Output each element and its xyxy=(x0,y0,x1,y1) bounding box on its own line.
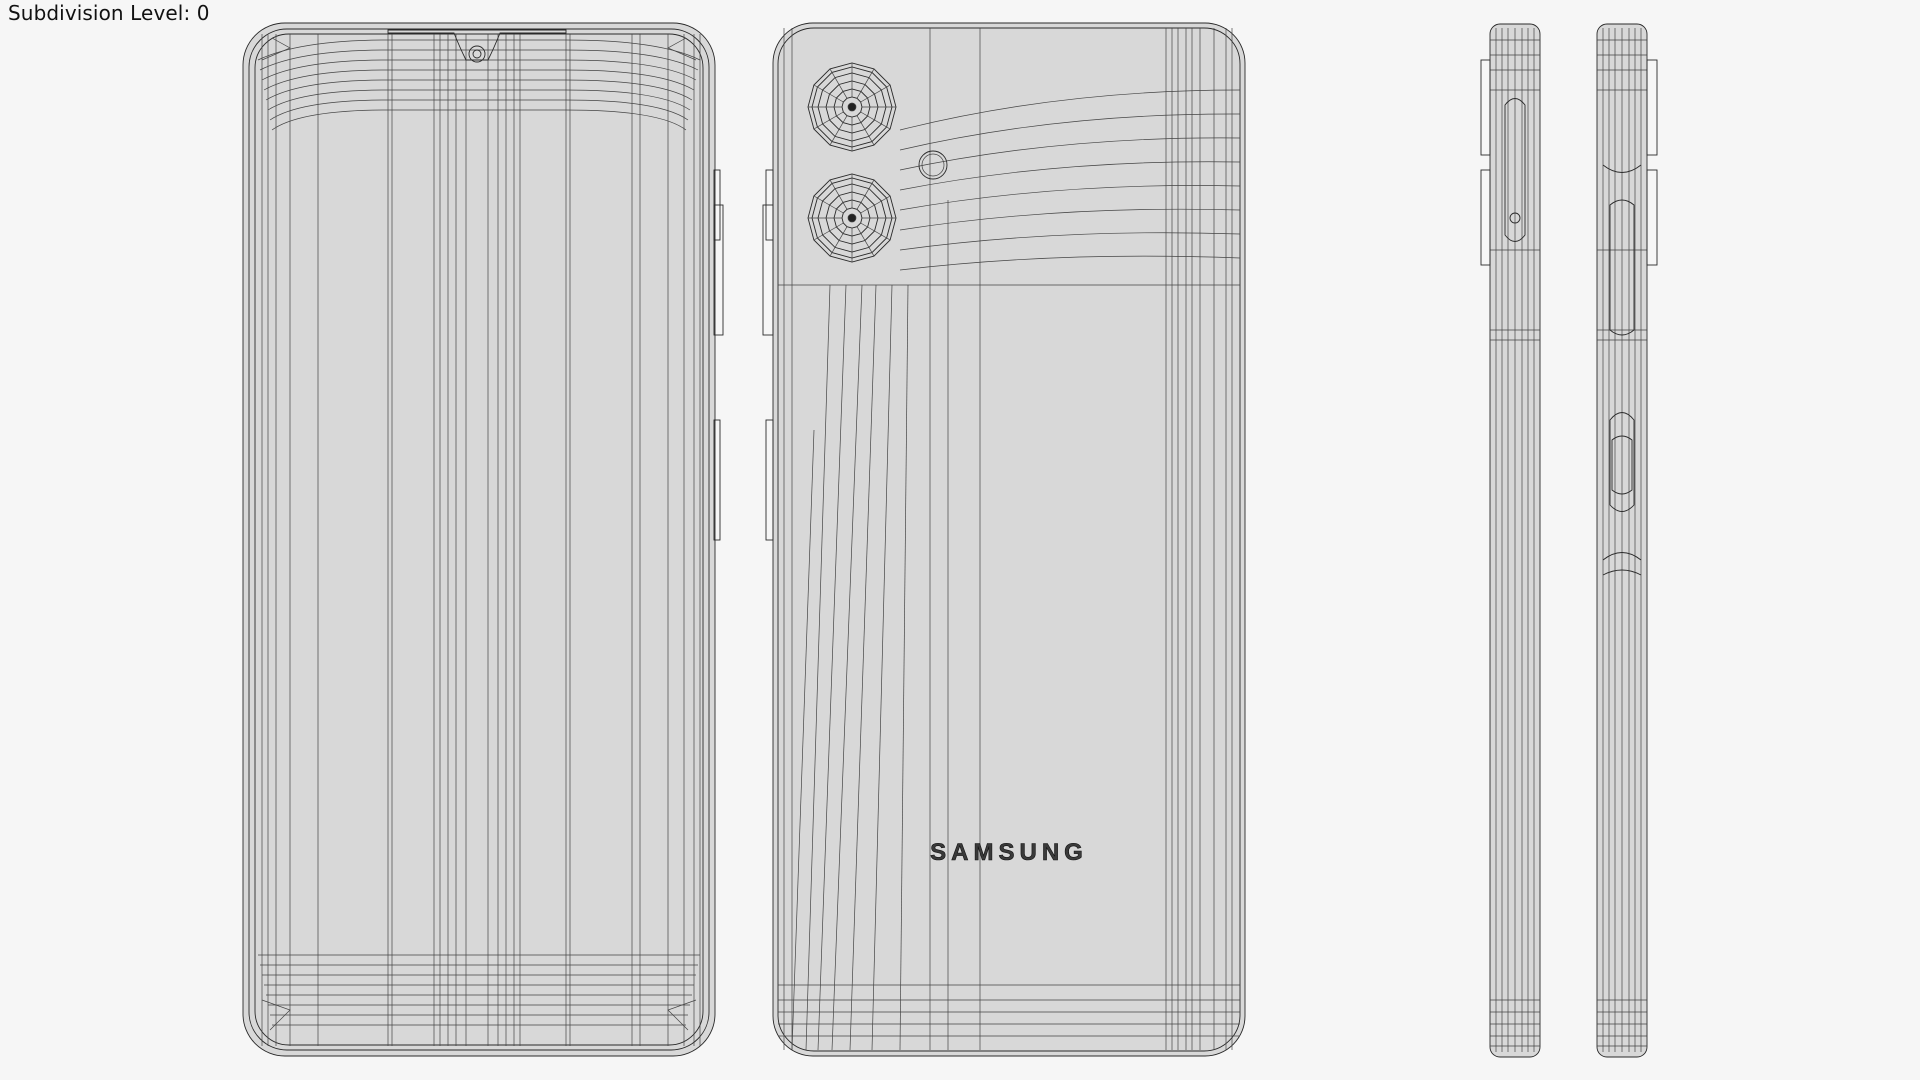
mesh-edge xyxy=(899,232,1241,251)
phone-left-side-view xyxy=(1480,23,1541,1058)
phone-front-view xyxy=(242,22,724,1057)
mesh-edge xyxy=(899,89,1241,131)
mesh-edge xyxy=(899,255,1241,271)
mesh-edge xyxy=(271,109,687,131)
mesh-edge xyxy=(261,37,291,61)
mesh-edge xyxy=(860,111,891,130)
mesh-edge xyxy=(899,113,1241,151)
mesh-edge xyxy=(856,179,875,210)
mesh-edge xyxy=(829,179,848,210)
mesh-edge xyxy=(860,195,891,214)
mesh-edge xyxy=(899,137,1241,171)
mesh-edge xyxy=(831,284,863,1051)
lens-center xyxy=(847,102,857,112)
mesh-edge xyxy=(805,284,831,1051)
mesh-edge xyxy=(257,39,701,61)
mesh-edge xyxy=(817,284,847,1051)
rear-camera-main-icon xyxy=(807,62,897,152)
mesh-edge xyxy=(899,161,1241,191)
mesh-edge xyxy=(871,284,893,1051)
mesh-edge xyxy=(813,111,844,130)
mesh-edge xyxy=(849,284,877,1051)
mesh-edge xyxy=(860,84,891,103)
brand-logo: SAMSUNG xyxy=(930,839,1088,866)
mesh-edge xyxy=(265,79,693,101)
mesh-edge xyxy=(860,222,891,241)
subdivision-level-label: Subdivision Level: 0 xyxy=(8,1,210,25)
mesh-edge xyxy=(791,429,815,1051)
phone-back-view: SAMSUNG xyxy=(762,22,1246,1057)
mesh-edge xyxy=(829,68,848,99)
mesh-edge xyxy=(667,37,697,61)
mesh-edge xyxy=(667,999,697,1031)
mesh-edge xyxy=(899,284,909,1051)
mesh-edge xyxy=(267,89,691,111)
mesh-edge xyxy=(813,195,844,214)
mesh-edge xyxy=(813,84,844,103)
front-camera-icon xyxy=(468,45,486,63)
camera-flash-icon xyxy=(918,150,948,180)
mesh-edge xyxy=(829,226,848,257)
mesh-edge xyxy=(269,99,689,121)
mesh-edge xyxy=(899,208,1241,231)
mesh-edge xyxy=(856,115,875,146)
mesh-edge xyxy=(263,69,695,91)
mesh-edge xyxy=(261,999,291,1031)
phone-right-side-view xyxy=(1596,23,1658,1058)
mesh-edge xyxy=(899,185,1241,211)
lens-center xyxy=(847,213,857,223)
mesh-edge xyxy=(829,115,848,146)
mesh-edge xyxy=(856,226,875,257)
mesh-edge xyxy=(856,68,875,99)
mesh-edge xyxy=(813,222,844,241)
rear-camera-secondary-icon xyxy=(807,173,897,263)
